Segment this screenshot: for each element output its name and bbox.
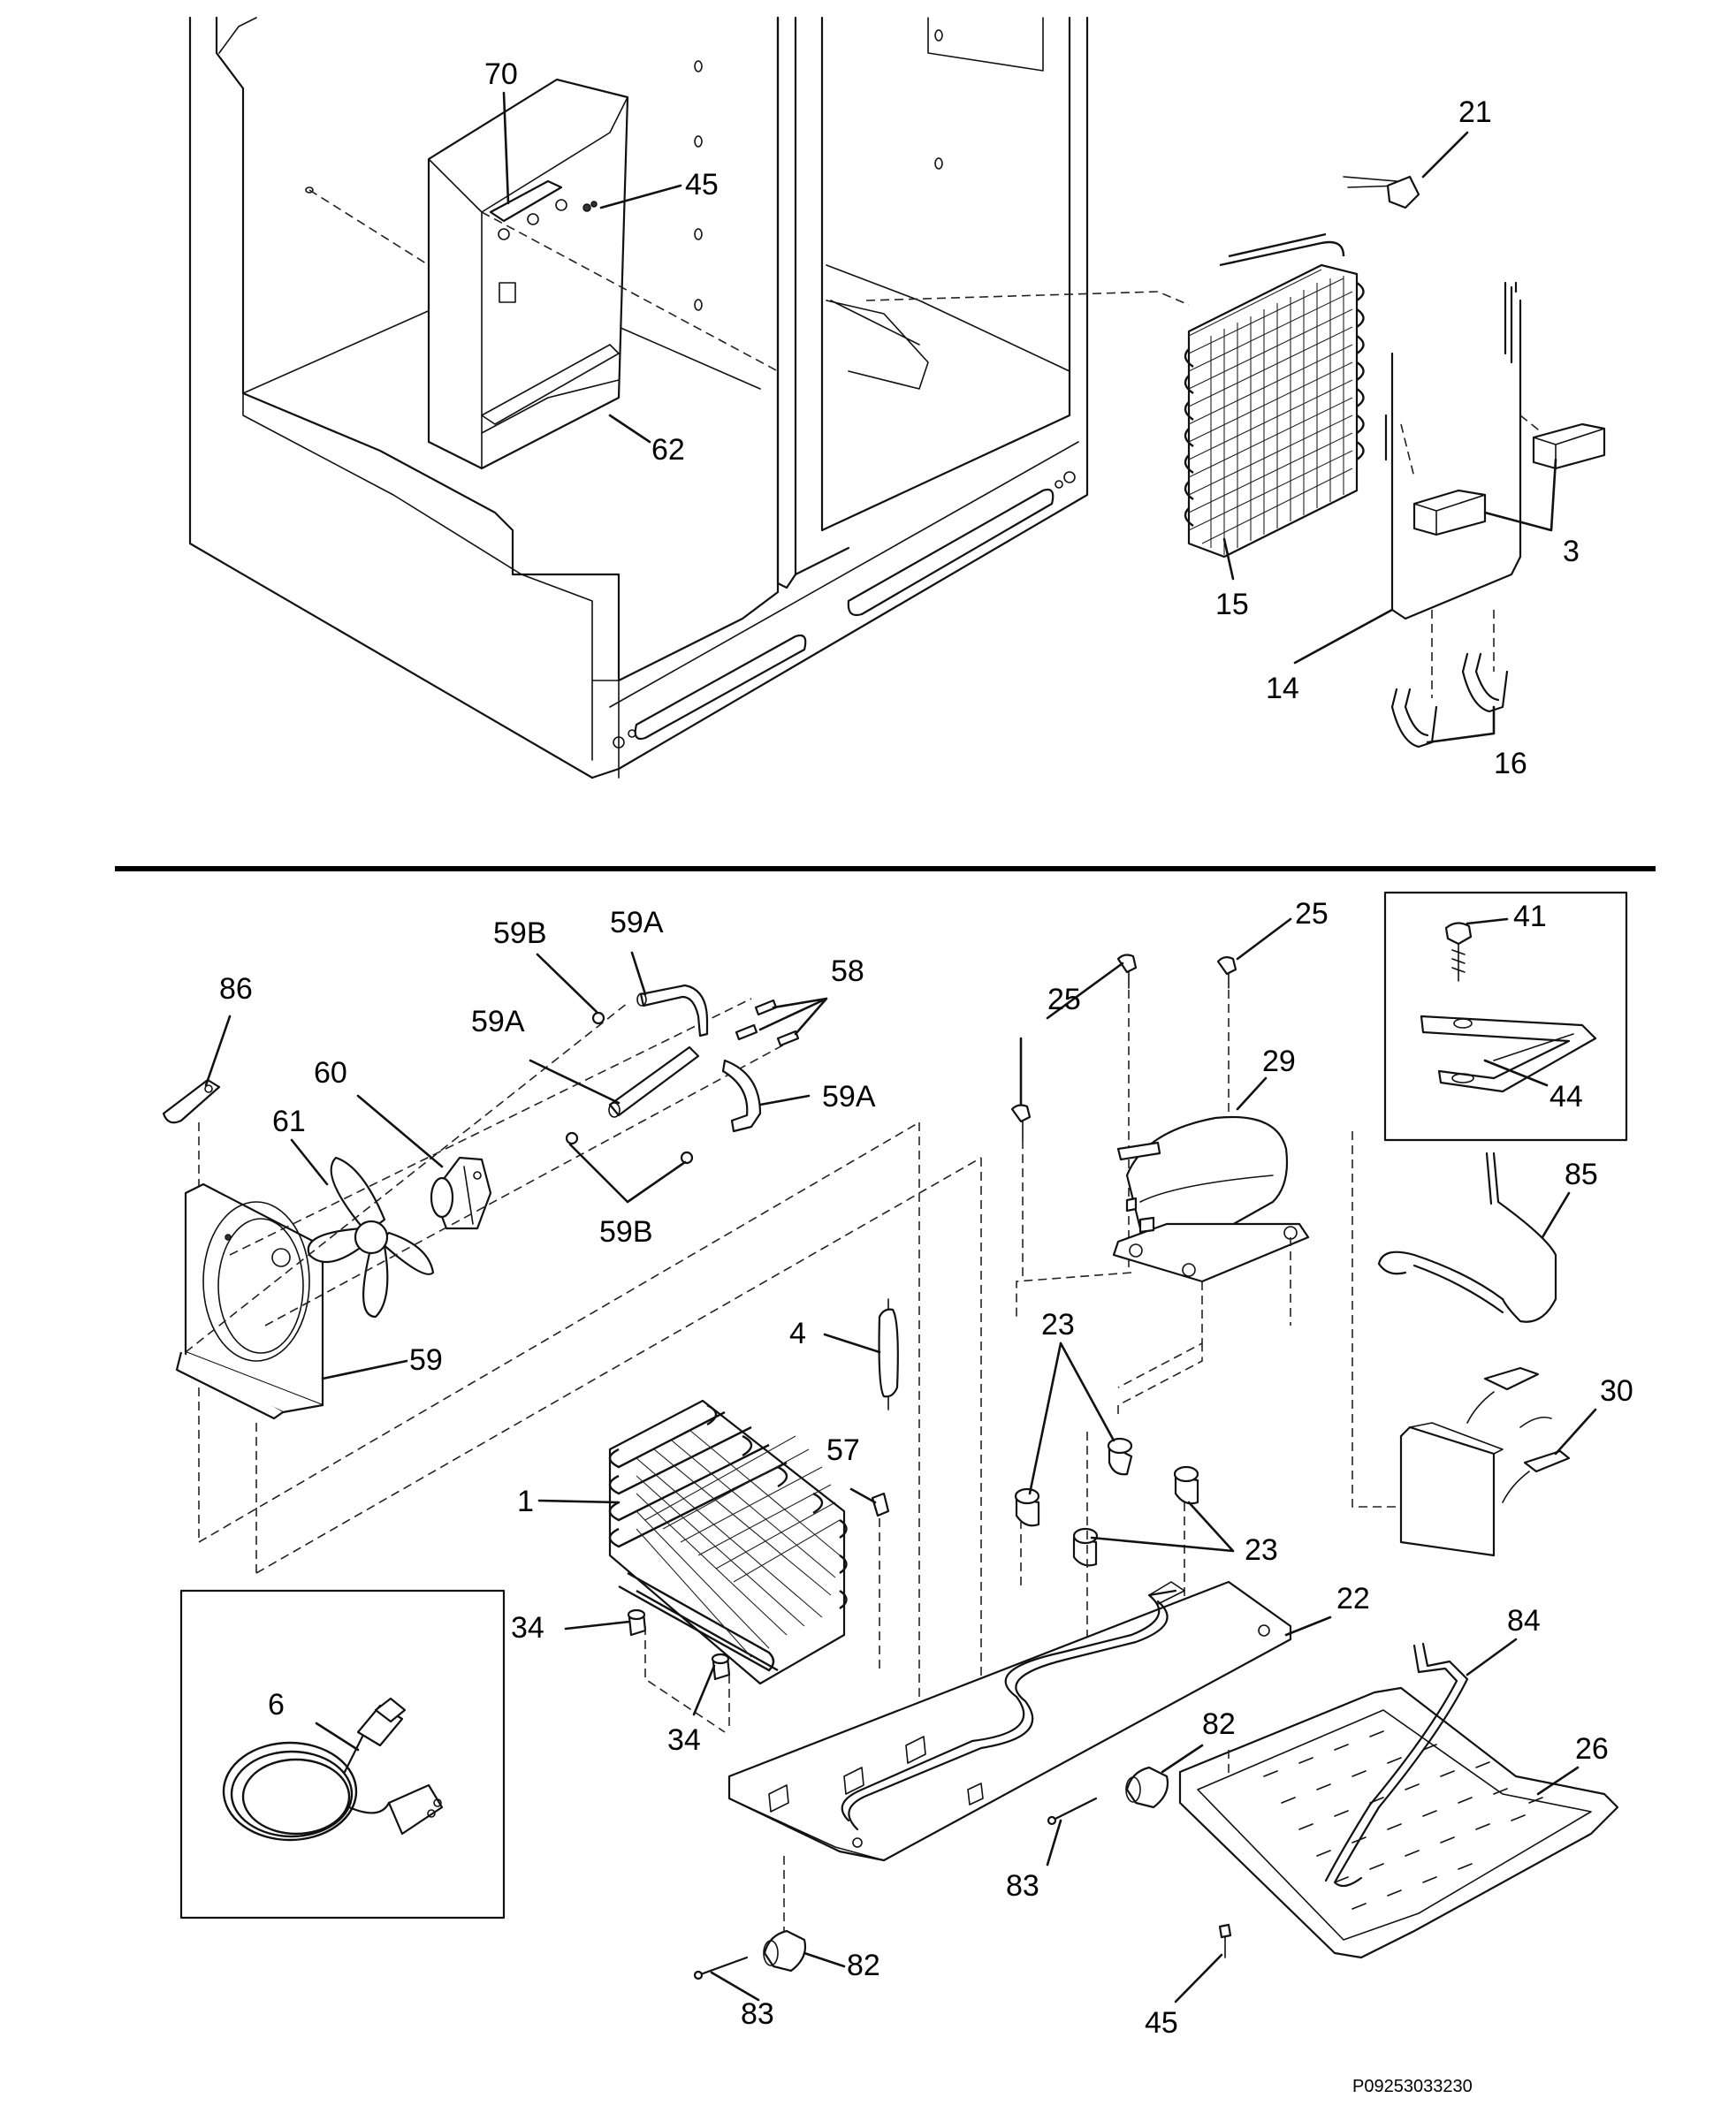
callout-59A-mid: 59A — [471, 1005, 525, 1038]
callout-44: 44 — [1549, 1080, 1583, 1114]
part-84-drain-tube — [1324, 1642, 1469, 1888]
inset-box-screw-bracket — [1383, 891, 1628, 1142]
callout-45: 45 — [685, 168, 719, 201]
callout-83-mid: 83 — [1006, 1869, 1039, 1903]
callout-16: 16 — [1494, 747, 1527, 780]
part-70-bracket — [489, 179, 567, 240]
part-60-fan-motor — [430, 1156, 492, 1230]
callout-21: 21 — [1458, 95, 1492, 129]
inset-box-power-cord — [179, 1589, 506, 1920]
callout-58: 58 — [831, 954, 864, 988]
callout-45-bot: 45 — [1145, 2006, 1178, 2040]
part-62-ice-container — [427, 78, 629, 470]
callout-29: 29 — [1262, 1045, 1296, 1078]
callout-60: 60 — [314, 1056, 347, 1090]
part-83-pins — [693, 1797, 1098, 1980]
part-59A-hose-top — [636, 984, 709, 1038]
callout-59A-right: 59A — [822, 1080, 876, 1114]
callout-14: 14 — [1266, 672, 1299, 705]
part-25-screws — [1010, 954, 1237, 1141]
part-22-base-plate — [727, 1580, 1292, 1862]
part-16-clips — [1390, 652, 1509, 749]
part-15-evaporator-coil — [1184, 232, 1365, 559]
callout-4: 4 — [789, 1317, 806, 1350]
callout-23-bot: 23 — [1245, 1533, 1278, 1567]
callout-59A-top: 59A — [610, 906, 664, 939]
callout-15: 15 — [1215, 588, 1249, 621]
part-85-tube — [1377, 1152, 1557, 1323]
part-3-insulation-pads — [1412, 422, 1606, 536]
callout-82-right: 82 — [1202, 1707, 1236, 1741]
callout-59: 59 — [409, 1343, 443, 1377]
part-21-sensor — [1343, 175, 1420, 209]
callout-70: 70 — [484, 57, 518, 91]
part-23-grommets — [1014, 1437, 1199, 1567]
callout-labels: 70 45 62 21 15 3 14 16 86 59B 59A 58 59A… — [219, 57, 1633, 2096]
callout-22: 22 — [1336, 1582, 1370, 1615]
callout-57: 57 — [826, 1433, 860, 1467]
callout-25-top: 25 — [1295, 897, 1329, 931]
part-58-connectors — [735, 999, 800, 1047]
drawing-code: P09253033230 — [1352, 2077, 1473, 2096]
callout-30: 30 — [1600, 1374, 1633, 1408]
callout-34-bot: 34 — [667, 1723, 701, 1757]
part-1-condenser — [608, 1399, 848, 1685]
part-26-drain-pan — [1178, 1686, 1619, 1959]
callout-23-top: 23 — [1041, 1308, 1075, 1342]
part-57-clip — [871, 1492, 890, 1517]
callout-59B-bot: 59B — [599, 1215, 653, 1249]
callout-25-mid: 25 — [1047, 983, 1081, 1016]
part-61-fan-blade — [307, 1156, 435, 1319]
callout-41: 41 — [1513, 900, 1547, 933]
callout-3: 3 — [1563, 535, 1580, 568]
callout-26: 26 — [1575, 1732, 1609, 1766]
callout-leader-lines — [204, 91, 1597, 2003]
refrigerator-cabinet — [188, 16, 1089, 779]
callout-62: 62 — [651, 433, 685, 467]
part-4-filter-drier — [878, 1298, 899, 1410]
part-59A-hose-mid — [608, 1045, 700, 1118]
part-45-screw — [1218, 1923, 1232, 1958]
callout-34-top: 34 — [511, 1611, 544, 1645]
part-86-clip — [162, 1078, 221, 1124]
callout-59B-top: 59B — [493, 916, 547, 950]
part-29-compressor — [1112, 1115, 1310, 1283]
callout-1: 1 — [517, 1485, 534, 1518]
part-82-feet — [763, 1766, 1169, 1973]
callout-82-bot: 82 — [847, 1949, 880, 1982]
callout-85: 85 — [1565, 1158, 1598, 1191]
part-59A-hose-right — [721, 1059, 762, 1133]
part-30-relay-box — [1399, 1366, 1571, 1557]
callout-84: 84 — [1507, 1604, 1541, 1638]
part-14-defrost-heater — [1384, 281, 1522, 620]
part-59B-nuts — [565, 1011, 694, 1165]
callout-86: 86 — [219, 972, 253, 1006]
callout-61: 61 — [272, 1105, 306, 1138]
callout-83-bot: 83 — [741, 1997, 774, 2031]
callout-6: 6 — [268, 1688, 285, 1722]
part-34-grommets — [627, 1608, 731, 1681]
part-59-fan-shroud — [175, 1182, 324, 1420]
